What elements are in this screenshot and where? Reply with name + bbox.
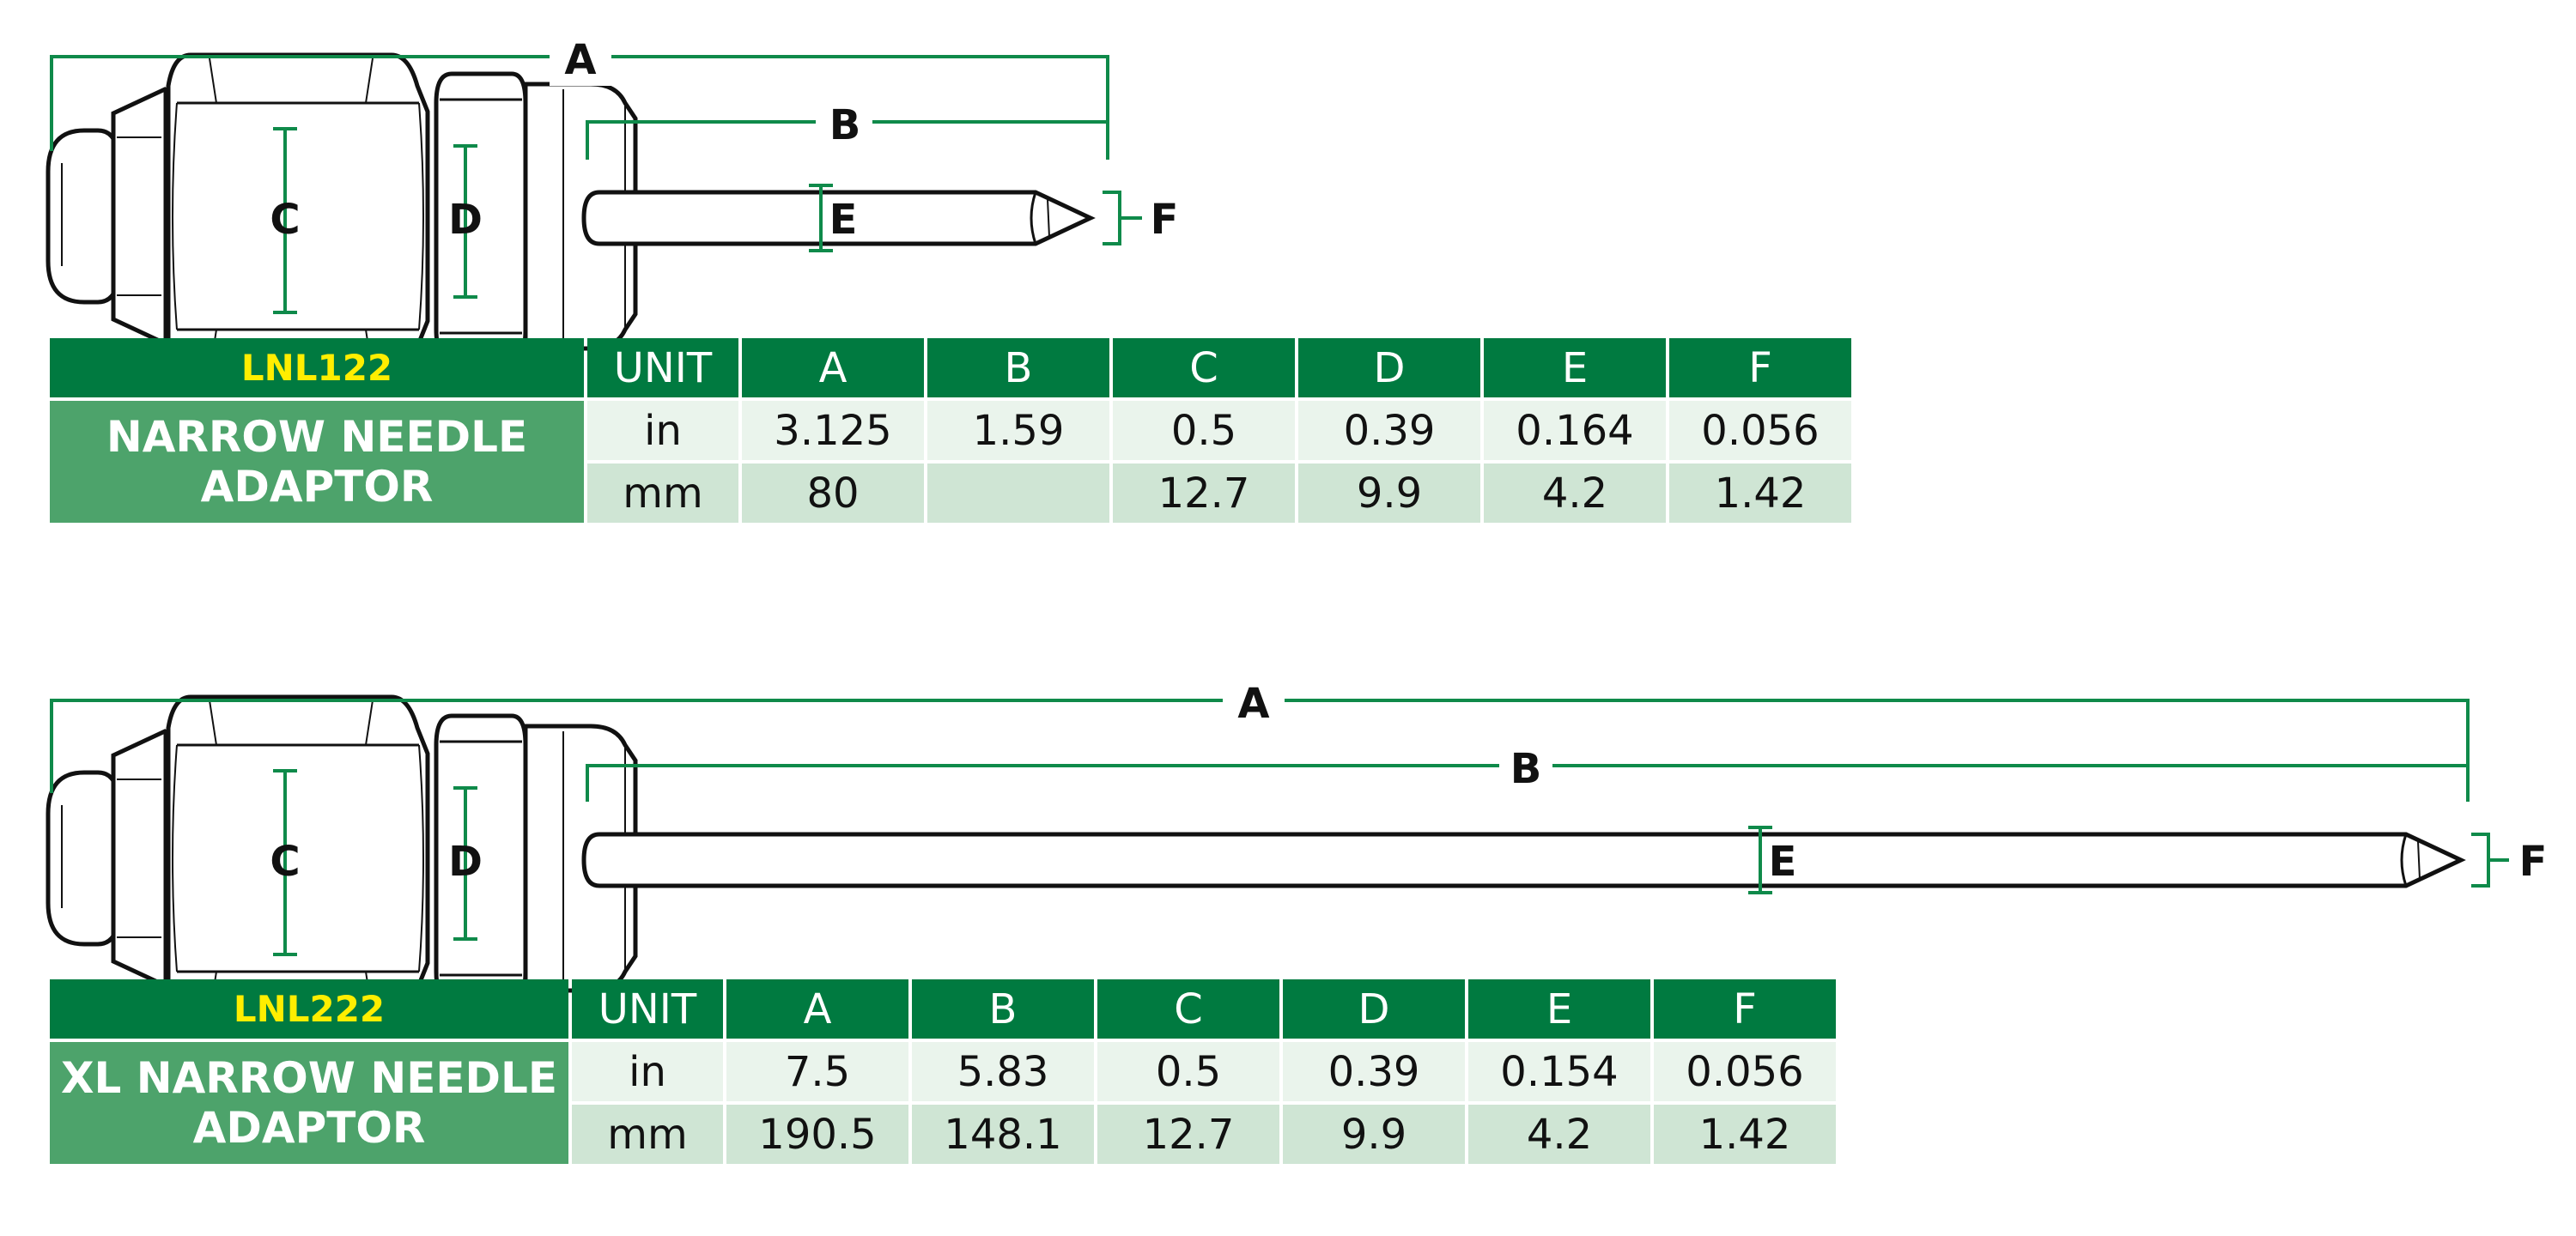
- value-cell: 12.7: [1113, 464, 1295, 523]
- unit-in: in: [587, 401, 738, 460]
- value-cell: 0.154: [1468, 1042, 1650, 1101]
- dim-label-f: F: [2519, 838, 2548, 886]
- column-header-d: D: [1283, 979, 1465, 1039]
- column-header-e: E: [1468, 979, 1650, 1039]
- dim-label-f: F: [1151, 196, 1179, 244]
- column-header-c: C: [1113, 338, 1295, 397]
- unit-mm: mm: [572, 1105, 723, 1164]
- dim-label-a: A: [1237, 680, 1269, 728]
- dim-label-b: B: [1510, 745, 1542, 793]
- value-cell: 190.5: [726, 1105, 908, 1164]
- value-cell: 5.83: [912, 1042, 1094, 1101]
- column-header-f: F: [1654, 979, 1836, 1039]
- product-name: NARROW NEEDLE ADAPTOR: [50, 401, 584, 523]
- value-cell: 80: [742, 464, 924, 523]
- product-name-line-2: ADAPTOR: [192, 1103, 426, 1153]
- value-cell: 3.125: [742, 401, 924, 460]
- value-cell: 4.2: [1484, 464, 1666, 523]
- dim-label-c: C: [270, 196, 300, 244]
- dim-label-c: C: [270, 838, 300, 886]
- value-cell: 0.39: [1298, 401, 1480, 460]
- unit-mm: mm: [587, 464, 738, 523]
- column-header-unit: UNIT: [587, 338, 738, 397]
- spec-table-lnl222: LNL222 UNIT A B C D E F XL NARROW NEEDLE…: [46, 976, 1839, 1167]
- dim-label-b: B: [829, 101, 861, 149]
- column-header-c: C: [1097, 979, 1279, 1039]
- value-cell: 0.056: [1669, 401, 1851, 460]
- value-cell: [927, 464, 1109, 523]
- value-cell: 0.5: [1113, 401, 1295, 460]
- column-header-b: B: [927, 338, 1109, 397]
- value-cell: 9.9: [1283, 1105, 1465, 1164]
- column-header-d: D: [1298, 338, 1480, 397]
- product-name-line-2: ADAPTOR: [200, 462, 434, 512]
- dim-label-e: E: [1769, 838, 1797, 886]
- dim-label-a: A: [564, 36, 596, 84]
- product-code: LNL122: [50, 338, 584, 397]
- drawing-lnl122: A B C D E F: [48, 31, 1178, 378]
- product-name: XL NARROW NEEDLE ADAPTOR: [50, 1042, 568, 1164]
- spec-table-lnl122: LNL122 UNIT A B C D E F NARROW NEEDLE AD…: [46, 335, 1855, 526]
- column-header-a: A: [726, 979, 908, 1039]
- value-cell: 148.1: [912, 1105, 1094, 1164]
- value-cell: 12.7: [1097, 1105, 1279, 1164]
- dim-label-d: D: [448, 196, 483, 244]
- drawing-lnl222: A B C D E F: [48, 675, 2547, 1020]
- column-header-e: E: [1484, 338, 1666, 397]
- unit-in: in: [572, 1042, 723, 1101]
- value-cell: 1.42: [1654, 1105, 1836, 1164]
- value-cell: 1.59: [927, 401, 1109, 460]
- value-cell: 0.056: [1654, 1042, 1836, 1101]
- value-cell: 9.9: [1298, 464, 1480, 523]
- value-cell: 0.164: [1484, 401, 1666, 460]
- column-header-a: A: [742, 338, 924, 397]
- column-header-f: F: [1669, 338, 1851, 397]
- value-cell: 0.39: [1283, 1042, 1465, 1101]
- dim-label-d: D: [448, 838, 483, 886]
- dim-label-e: E: [829, 196, 858, 244]
- value-cell: 4.2: [1468, 1105, 1650, 1164]
- value-cell: 7.5: [726, 1042, 908, 1101]
- product-name-line-1: XL NARROW NEEDLE: [60, 1053, 558, 1103]
- column-header-unit: UNIT: [572, 979, 723, 1039]
- value-cell: 0.5: [1097, 1042, 1279, 1101]
- product-name-line-1: NARROW NEEDLE: [106, 412, 528, 462]
- product-code: LNL222: [50, 979, 568, 1039]
- column-header-b: B: [912, 979, 1094, 1039]
- value-cell: 1.42: [1669, 464, 1851, 523]
